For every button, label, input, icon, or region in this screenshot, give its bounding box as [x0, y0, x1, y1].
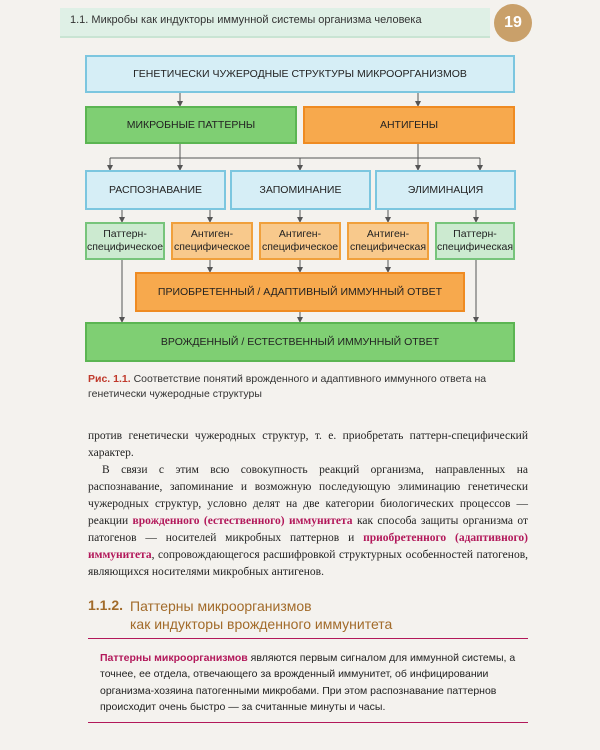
running-header-bar: [60, 8, 490, 38]
definition-bottom-rule: [88, 722, 528, 723]
box-elimination: ЭЛИМИНАЦИЯ: [375, 170, 516, 210]
definition-text: являются первым сигналом для иммунной си…: [100, 652, 516, 713]
paragraph-main: В связи с этим всю совокупность реакций …: [88, 462, 528, 581]
page-number-badge: 19: [494, 4, 532, 42]
paragraph-main-text-a: В связи с этим всю совокупность реакций …: [88, 464, 528, 528]
box-antigen-specific-memory: Антиген-специфическое: [259, 222, 341, 260]
box-antigens: АНТИГЕНЫ: [303, 106, 515, 144]
box-adaptive-response: ПРИОБРЕТЕННЫЙ / АДАПТИВНЫЙ ИММУННЫЙ ОТВЕ…: [135, 272, 465, 312]
box-foreign-structures: ГЕНЕТИЧЕСКИ ЧУЖЕРОДНЫЕ СТРУКТУРЫ МИКРООР…: [85, 55, 515, 93]
figure-label: Рис. 1.1.: [88, 373, 131, 385]
term-adaptive-immunity: приобретенного (адаптивного) иммунитета: [88, 532, 528, 562]
paragraph-main-text-c: , сопровождающегося расшифровкой структу…: [88, 549, 528, 579]
term-innate-immunity: врожденного (естественного) иммунитета: [132, 515, 353, 528]
box-innate-response: ВРОЖДЕННЫЙ / ЕСТЕСТВЕННЫЙ ИММУННЫЙ ОТВЕТ: [85, 322, 515, 362]
box-antigen-specific-recognition: Антиген-специфическое: [171, 222, 253, 260]
box-pattern-specific-elimination: Паттерн-специфическая: [435, 222, 515, 260]
section-number: 1.1.2.: [88, 597, 124, 613]
figure-caption-text: Соответствие понятий врожденного и адапт…: [88, 373, 487, 401]
definition-box: Паттерны микроорганизмов являются первым…: [100, 650, 520, 715]
section-title-line2: как индукторы врожденного иммунитета: [130, 616, 393, 633]
box-pattern-specific-recognition: Паттерн-специфическое: [85, 222, 165, 260]
paragraph-main-text-b: как способа защиты организма от патогено…: [88, 515, 529, 545]
paragraph-continuation: против генетически чужеродных структур, …: [88, 430, 528, 460]
box-memory: ЗАПОМИНАНИЕ: [230, 170, 371, 210]
definition-top-rule: [88, 638, 528, 639]
definition-term: Паттерны микроорганизмов: [100, 652, 248, 664]
figure-caption: Рис. 1.1. Соответствие понятий врожденно…: [88, 372, 528, 402]
section-title-line1: Паттерны микроорганизмов: [130, 598, 312, 614]
box-recognition: РАСПОЗНАВАНИЕ: [85, 170, 226, 210]
box-antigen-specific-elimination: Антиген-специфическая: [347, 222, 429, 260]
running-header-title: 1.1. Микробы как индукторы иммунной сист…: [70, 14, 422, 26]
section-title: Паттерны микроорганизмов как индукторы в…: [130, 597, 392, 633]
box-microbial-patterns: МИКРОБНЫЕ ПАТТЕРНЫ: [85, 106, 297, 144]
